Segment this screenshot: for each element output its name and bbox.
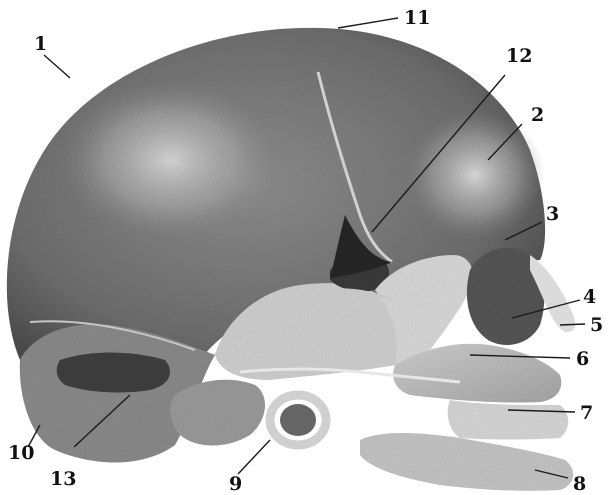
label-11: 11 [404,7,430,29]
leader-11 [338,18,398,28]
label-10: 10 [8,442,34,464]
label-2: 2 [531,104,544,126]
leader-1 [44,55,70,78]
skull-illustration [7,28,575,491]
label-3: 3 [546,203,559,225]
label-5: 5 [590,314,603,336]
label-12: 12 [506,45,532,67]
frontal-eminence [405,110,545,240]
mastoid-fontanelle [57,353,170,393]
leader-5 [560,324,585,325]
leader-9 [238,440,270,474]
label-13: 13 [50,468,76,490]
mandible [360,433,573,491]
label-9: 9 [229,473,242,495]
label-4: 4 [583,286,596,308]
label-8: 8 [573,473,586,495]
petrous-part [170,380,265,446]
label-1: 1 [34,33,47,55]
label-6: 6 [576,348,589,370]
parietal-eminence [60,80,280,240]
label-7: 7 [580,402,593,424]
upper-jaw [448,400,569,440]
